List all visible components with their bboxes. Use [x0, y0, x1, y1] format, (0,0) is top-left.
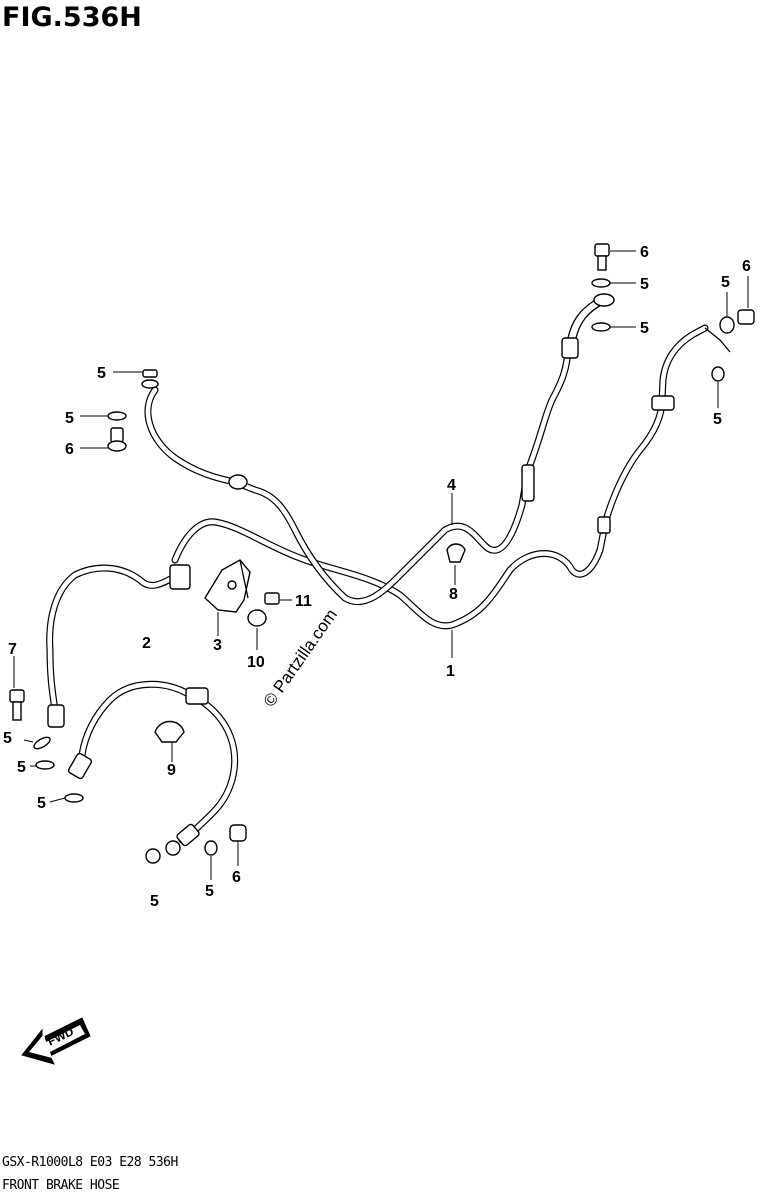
callout-6-tl: 6 — [65, 441, 74, 458]
figure-title: FIG.536H — [2, 2, 142, 33]
callout-6-tr1: 6 — [640, 244, 649, 261]
bolt-11 — [264, 592, 280, 605]
callout-11: 11 — [295, 593, 312, 610]
bolt-6-tr1 — [594, 243, 610, 257]
brake-hose-4 — [144, 293, 615, 606]
brake-hose-1 — [171, 324, 709, 630]
brake-hose-lower — [67, 680, 239, 847]
bolt-10 — [247, 609, 267, 627]
washer-5-b1 — [145, 848, 161, 864]
callout-5-tl1: 5 — [97, 365, 106, 382]
callout-numbers: 1 2 3 4 5 5 6 6 5 5 5 6 5 7 5 5 5 8 9 10… — [3, 244, 751, 910]
callout-6-tr2: 6 — [742, 258, 751, 275]
bolt-6-tl — [110, 427, 124, 443]
diagram-code: GSX-R1000L8 E03 E28 536H — [2, 1155, 178, 1170]
callout-5-b1: 5 — [150, 893, 159, 910]
fittings — [9, 243, 755, 864]
fwd-arrow: FWD — [21, 1017, 91, 1065]
washer-5-tr1 — [591, 278, 611, 288]
washer-5-l3 — [64, 793, 84, 803]
washer-5-tl2 — [107, 411, 127, 421]
washer-5-tr2 — [591, 322, 611, 332]
callout-1: 1 — [446, 663, 455, 680]
clamp-8 — [446, 543, 466, 563]
callout-4: 4 — [447, 477, 456, 494]
callout-6-b: 6 — [232, 869, 241, 886]
callout-5-r1: 5 — [721, 274, 730, 291]
callout-5-tl2: 5 — [65, 410, 74, 427]
callout-5-l2: 5 — [17, 759, 26, 776]
washer-5-l1 — [33, 736, 51, 750]
washer-5-r1 — [719, 316, 735, 334]
callout-3: 3 — [213, 637, 222, 654]
bracket-3 — [204, 559, 251, 613]
brake-hose-2 — [46, 564, 191, 728]
callout-5-l1: 5 — [3, 730, 12, 747]
callout-5-tr2: 5 — [640, 320, 649, 337]
callout-2: 2 — [142, 635, 151, 652]
washer-5-r2 — [711, 366, 725, 382]
watermark: © Partzilla.com — [260, 606, 341, 711]
leader-lines — [13, 250, 749, 880]
callout-5-l3: 5 — [37, 795, 46, 812]
washer-5-b2 — [204, 840, 218, 856]
callout-9: 9 — [167, 762, 176, 779]
clamp-9 — [154, 720, 185, 743]
callout-8: 8 — [449, 586, 458, 603]
callout-10: 10 — [247, 654, 265, 671]
bolt-7 — [9, 689, 25, 703]
callout-5-tr1: 5 — [640, 276, 649, 293]
bolt-6-b — [229, 824, 247, 842]
washer-5-l2 — [35, 760, 55, 770]
callout-5-r2: 5 — [713, 411, 722, 428]
callout-7: 7 — [8, 641, 17, 658]
washer-5-tl1 — [142, 369, 158, 378]
bolt-6-tr2 — [737, 309, 755, 325]
callout-5-b2: 5 — [205, 883, 214, 900]
diagram-caption: FRONT BRAKE HOSE — [2, 1178, 120, 1193]
